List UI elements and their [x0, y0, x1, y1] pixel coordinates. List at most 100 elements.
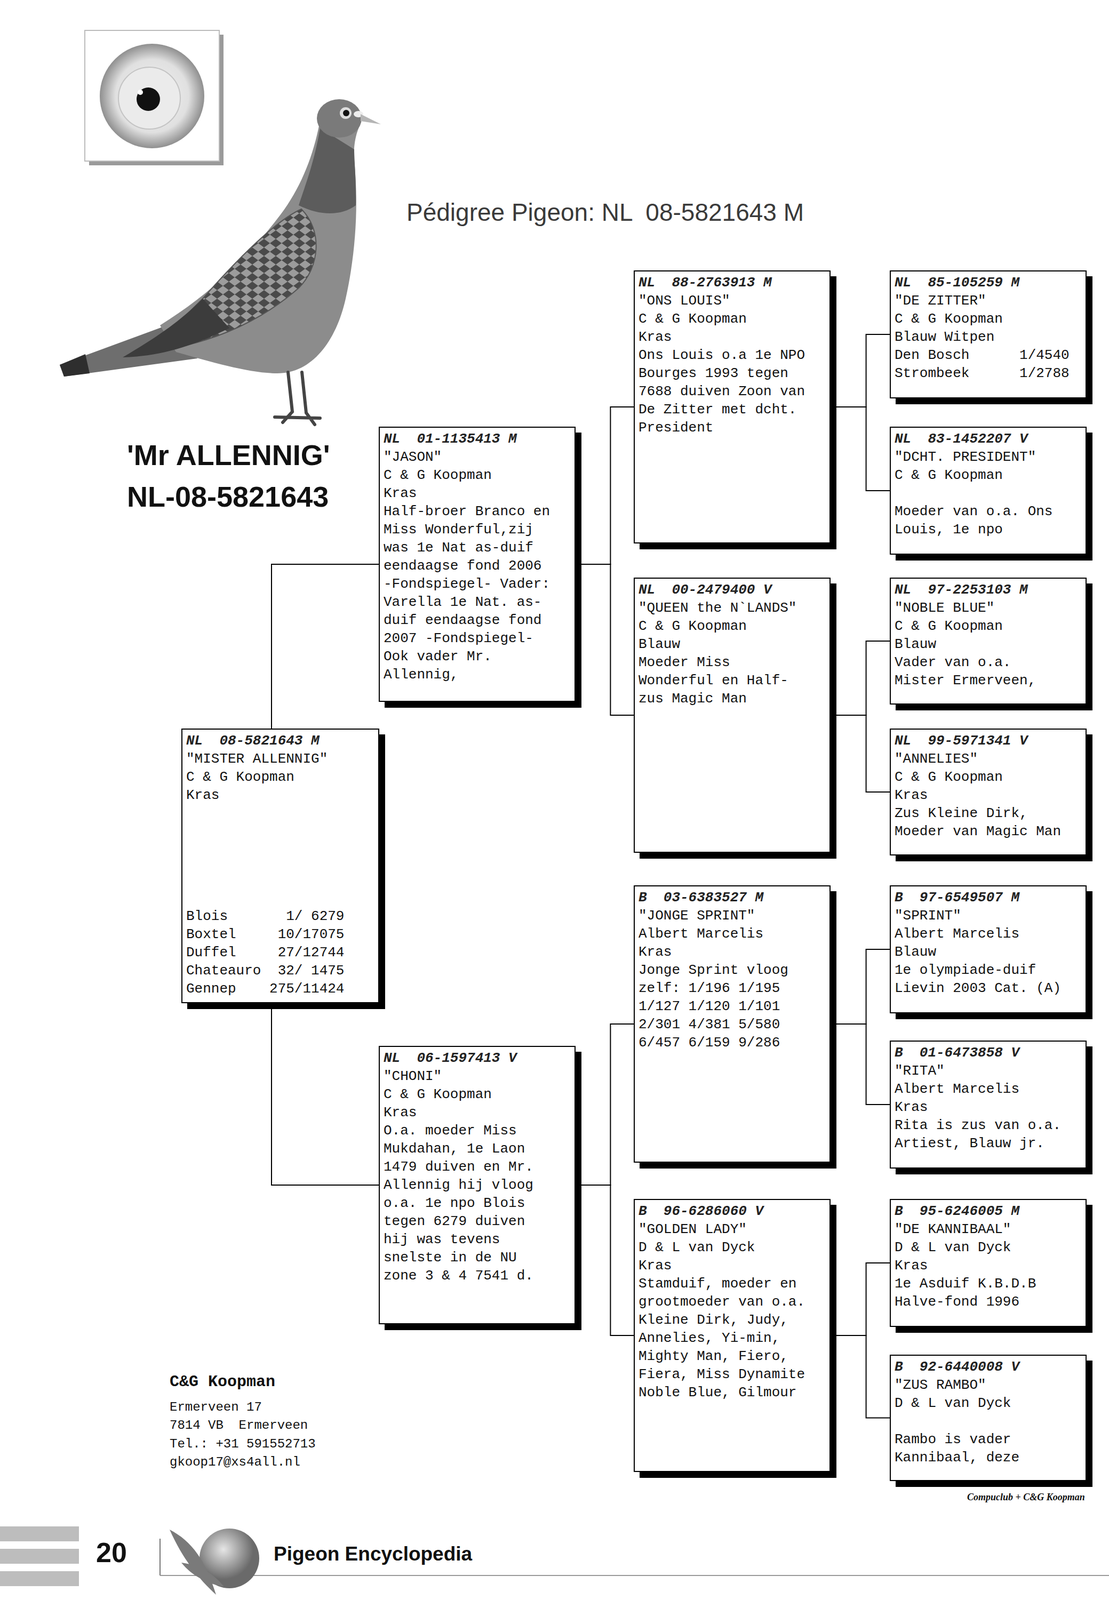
pedigree-box: B 01-6473858 V"RITA"Albert MarcelisKrasR…: [889, 1040, 1087, 1169]
pigeon-name: "ZUS RAMBO": [894, 1376, 1067, 1395]
page-footer: [0, 1526, 1109, 1595]
pedigree-box: B 97-6549507 M"SPRINT"Albert MarcelisBla…: [889, 885, 1087, 1014]
page-number: 20: [96, 1537, 127, 1570]
ring-number: B 96-6286060 V: [638, 1202, 811, 1221]
pigeon-illustration: [59, 99, 381, 425]
pigeon-beak: [360, 114, 381, 125]
pedigree-text: C & G Koopman: [894, 309, 1067, 329]
pedigree-text: Blauw: [638, 635, 811, 654]
pedigree-text: Albert Marcelis: [894, 924, 1067, 944]
ring-number: B 95-6246005 M: [894, 1202, 1067, 1221]
pedigree-text: Moeder van o.a. Ons Louis, 1e npo: [894, 502, 1067, 539]
pedigree-text: D & L van Dyck: [894, 1394, 1067, 1413]
race-result: Boxtel 10/17075: [186, 925, 359, 944]
pedigree-box: NL 00-2479400 V"QUEEN the N`LANDS"C & G …: [633, 577, 831, 853]
pedigree-connector: [830, 334, 890, 408]
pedigree-box: NL 06-1597413 V"CHONI"C & G KoopmanKrasO…: [378, 1046, 576, 1325]
pigeon-primaries: [122, 298, 230, 358]
pedigree-text: Kras: [638, 943, 811, 962]
pedigree-connector: [830, 715, 890, 793]
pedigree-text: Kras: [186, 786, 359, 805]
ring-number: B 97-6549507 M: [894, 888, 1067, 907]
bird-logo: [169, 1529, 225, 1595]
pedigree-box: NL 97-2253103 M"NOBLE BLUE"C & G Koopman…: [889, 577, 1087, 705]
footer-bar: [0, 1526, 79, 1542]
pedigree-text: Vader van o.a. Mister Ermerveen,: [894, 653, 1067, 690]
pedigree-connector: [575, 564, 634, 716]
race-result: Blois 1/ 6279: [186, 907, 359, 926]
eye-ring: [99, 43, 205, 149]
contact-line: 7814 VB Ermerveen: [169, 1418, 308, 1434]
pigeon-name: "ONS LOUIS": [638, 291, 811, 310]
pedigree-box: B 96-6286060 V"GOLDEN LADY"D & L van Dyc…: [633, 1199, 831, 1473]
pedigree-text: C & G Koopman: [894, 617, 1067, 636]
pedigree-connector: [830, 1263, 890, 1336]
pigeon-name: "ANNELIES": [894, 750, 1067, 769]
pedigree-text: Blauw: [894, 635, 1067, 654]
footer-rule: [160, 1575, 1109, 1577]
pigeon-pupil: [342, 109, 350, 117]
pigeon-name: "GOLDEN LADY": [638, 1220, 811, 1239]
pedigree-text: Kras: [894, 786, 1067, 805]
ring-number: NL 85-105259 M: [894, 273, 1067, 292]
pedigree-text: Kras: [638, 1256, 811, 1275]
pedigree-text: Rita is zus van o.a. Artiest, Blauw jr.: [894, 1116, 1067, 1153]
pedigree-connector: [830, 641, 890, 716]
pigeon-name: "JONGE SPRINT": [638, 906, 811, 925]
pigeon-eye: [339, 107, 352, 119]
pedigree-box: NL 08-5821643 M"MISTER ALLENNIG"C & G Ko…: [181, 728, 380, 1004]
ring-number: NL 99-5971341 V: [894, 731, 1067, 751]
ring-number-heading: NL-08-5821643: [126, 480, 329, 514]
pigeon-name-heading: 'Mr ALLENNIG': [126, 438, 331, 472]
pedigree-text: Zus Kleine Dirk, Moeder van Magic Man: [894, 804, 1067, 841]
eye-iris: [118, 67, 181, 130]
ring-number: NL 88-2763913 M: [638, 273, 811, 292]
pigeon-head: [316, 99, 362, 138]
ring-number: B 03-6383527 M: [638, 888, 811, 907]
pedigree-text: Blauw: [894, 943, 1067, 962]
pedigree-text: 1e Asduif K.B.D.B Halve-fond 1996: [894, 1274, 1067, 1312]
pigeon-name: "SPRINT": [894, 906, 1067, 925]
race-result: Gennep 275/11424: [186, 979, 359, 999]
eye-photo: [84, 30, 224, 166]
race-result: Strombeek 1/2788: [894, 364, 1067, 383]
pedigree-connector: [830, 407, 890, 491]
footer-bar: [0, 1571, 79, 1587]
pedigree-text: C & G Koopman: [638, 617, 811, 636]
footer-divider: [159, 1538, 161, 1576]
page-title: Pédigree Pigeon: NL 08-5821643 M: [406, 198, 804, 227]
pigeon-name: "JASON": [383, 448, 556, 467]
pedigree-text: C & G Koopman: [894, 768, 1067, 787]
pigeon-name: "CHONI": [383, 1067, 556, 1086]
pedigree-text: Kras: [894, 1256, 1067, 1275]
eye-highlight: [137, 89, 143, 95]
ring-number: NL 08-5821643 M: [186, 731, 359, 751]
pedigree-text: C & G Koopman: [383, 1085, 556, 1104]
ring-number: NL 06-1597413 V: [383, 1049, 556, 1068]
race-result: Duffel 27/12744: [186, 943, 359, 962]
photo-frame: [84, 30, 220, 162]
pedigree-text: C & G Koopman: [383, 466, 556, 485]
pedigree-connector: [271, 564, 379, 729]
pedigree-connector: [575, 407, 634, 565]
contact-line: gkoop17@xs4all.nl: [169, 1455, 301, 1471]
ring-number: B 01-6473858 V: [894, 1043, 1067, 1063]
pigeon-name: "QUEEN the N`LANDS": [638, 599, 811, 618]
race-result: Den Bosch 1/4540: [894, 346, 1067, 365]
pedigree-text: C & G Koopman: [186, 768, 359, 787]
pedigree-text: O.a. moeder Miss Mukdahan, 1e Laon 1479 …: [383, 1121, 556, 1286]
pedigree-connector: [271, 1003, 379, 1186]
pedigree-box: B 92-6440008 V"ZUS RAMBO"D & L van DyckR…: [889, 1354, 1087, 1482]
pedigree-box: NL 99-5971341 V"ANNELIES"C & G KoopmanKr…: [889, 728, 1087, 856]
pedigree-text: 1e olympiade-duif Lievin 2003 Cat. (A): [894, 961, 1067, 998]
ring-number: NL 00-2479400 V: [638, 580, 811, 600]
pedigree-text: D & L van Dyck: [894, 1238, 1067, 1257]
pedigree-text: Stamduif, moeder en grootmoeder van o.a.…: [638, 1274, 811, 1402]
pedigree-box: NL 85-105259 M"DE ZITTER"C & G KoopmanBl…: [889, 270, 1087, 399]
pedigree-text: Kras: [383, 1103, 556, 1122]
pedigree-connector: [575, 1024, 634, 1186]
pedigree-text: Kras: [638, 328, 811, 347]
publication-name: Pigeon Encyclopedia: [273, 1543, 473, 1567]
pigeon-neck: [298, 128, 356, 214]
footer-bar: [0, 1549, 79, 1565]
